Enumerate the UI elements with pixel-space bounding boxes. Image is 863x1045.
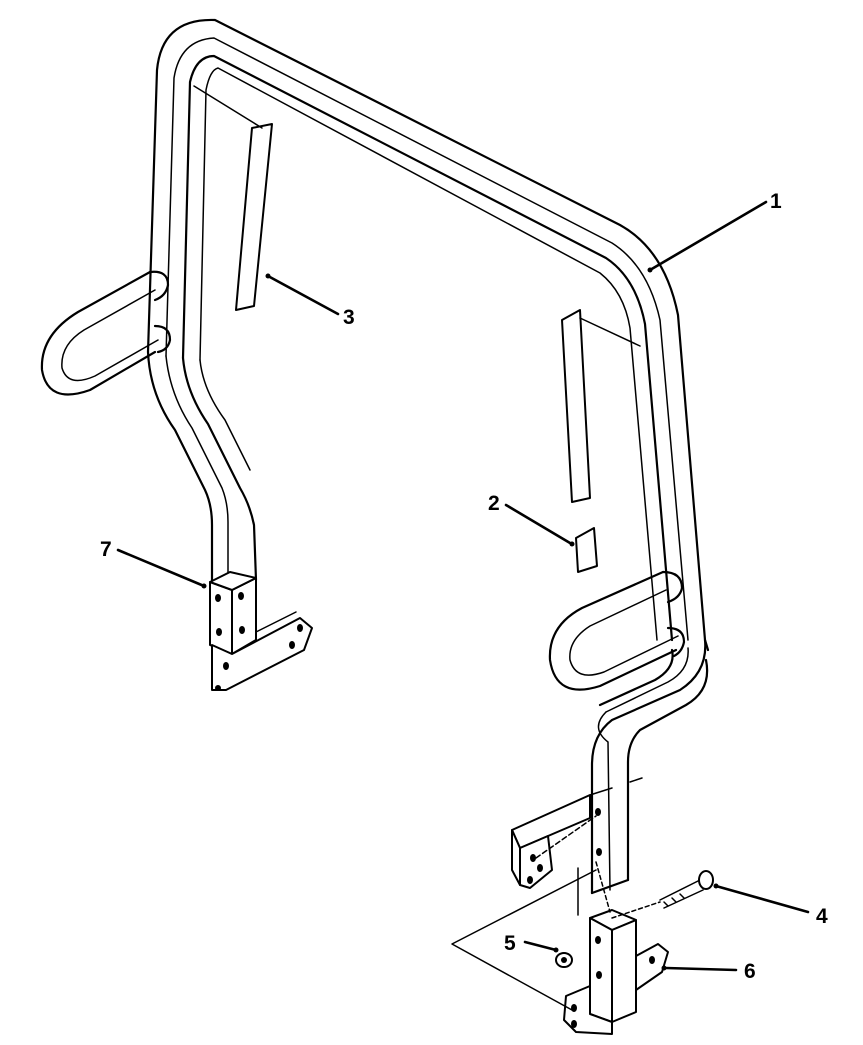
callout-6: 6 <box>661 960 756 983</box>
callout-3: 3 <box>265 273 355 329</box>
roll-bar-right-leg <box>590 638 709 895</box>
bolt <box>611 870 714 919</box>
callout-5: 5 <box>504 932 559 955</box>
callout-5-label: 5 <box>504 932 516 955</box>
mounting-bracket <box>563 909 669 1035</box>
nut <box>555 952 573 968</box>
callout-6-label: 6 <box>744 960 756 983</box>
right-handle-loop <box>548 570 686 691</box>
roll-bar-left-leg <box>146 350 258 582</box>
callout-1: 1 <box>647 190 782 273</box>
decal-small <box>575 527 598 573</box>
frame-channel <box>511 777 643 889</box>
callout-4: 4 <box>713 883 828 928</box>
left-handle-loop <box>40 270 172 396</box>
callout-4-label: 4 <box>816 905 828 928</box>
callout-7: 7 <box>100 538 207 589</box>
callout-2: 2 <box>488 492 575 547</box>
callout-3-label: 3 <box>343 306 355 329</box>
decal-strip-left <box>193 85 273 311</box>
callout-2-label: 2 <box>488 492 500 515</box>
decal-strip-right <box>561 309 641 503</box>
roll-bar-tube <box>146 18 710 652</box>
callout-7-label: 7 <box>100 538 112 561</box>
mounting-bracket-left <box>209 571 313 691</box>
callout-1-label: 1 <box>770 190 782 213</box>
assembly-guide-lines <box>451 861 611 1011</box>
